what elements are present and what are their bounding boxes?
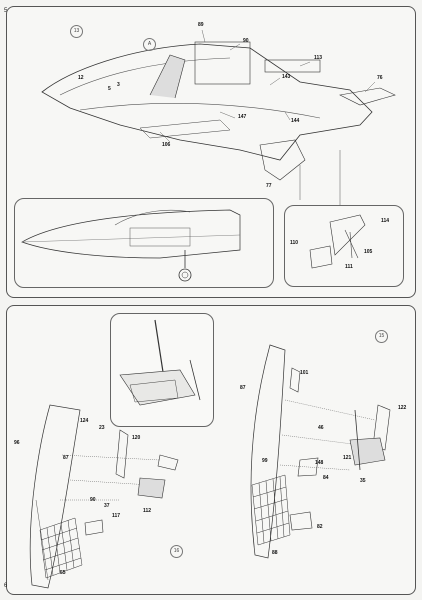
part-101: 101	[300, 370, 309, 376]
sub-badge-bottom: 16	[170, 545, 183, 558]
part-82: 82	[317, 524, 323, 530]
part-84: 84	[323, 475, 329, 481]
part-3: 3	[117, 82, 120, 88]
part-121: 121	[343, 455, 352, 461]
part-5: 5	[108, 86, 111, 92]
part-89: 89	[198, 22, 204, 28]
part-37: 37	[104, 503, 110, 509]
part-88: 88	[272, 550, 278, 556]
part-105: 105	[364, 249, 373, 255]
part-112: 112	[143, 508, 152, 514]
part-148: 148	[315, 460, 324, 466]
top-right-detail-inset	[284, 205, 404, 287]
part-124: 124	[80, 418, 89, 424]
part-87-left: 87	[63, 455, 69, 461]
step-badge-top: 13	[70, 25, 83, 38]
part-110: 110	[290, 240, 299, 246]
part-106: 106	[162, 142, 171, 148]
part-117: 117	[112, 513, 121, 519]
part-87-right: 87	[240, 385, 246, 391]
part-90: 90	[243, 38, 249, 44]
page-number-top: 5	[4, 8, 7, 14]
part-23: 23	[99, 425, 105, 431]
part-147: 147	[238, 114, 247, 120]
part-120: 120	[132, 435, 141, 441]
part-143: 143	[282, 74, 291, 80]
part-111: 111	[345, 264, 353, 270]
part-12: 12	[78, 75, 84, 81]
part-122: 122	[398, 405, 407, 411]
part-76: 76	[377, 75, 383, 81]
page-number-bottom: 6	[4, 583, 8, 589]
part-55: 55	[60, 570, 66, 576]
top-left-detail-inset	[14, 198, 274, 288]
part-99: 99	[262, 458, 268, 464]
part-144: 144	[291, 118, 300, 124]
step-badge-bottom: 15	[375, 330, 388, 343]
top-instruction-panel	[6, 6, 416, 298]
part-77: 77	[266, 183, 272, 189]
sub-badge-top: A	[143, 38, 156, 51]
part-90-left: 90	[90, 497, 96, 503]
part-46: 46	[318, 425, 324, 431]
part-114: 114	[381, 218, 390, 224]
part-35: 35	[360, 478, 366, 484]
part-96: 96	[14, 440, 20, 446]
part-113: 113	[314, 55, 323, 61]
bottom-center-detail-inset	[110, 313, 214, 427]
